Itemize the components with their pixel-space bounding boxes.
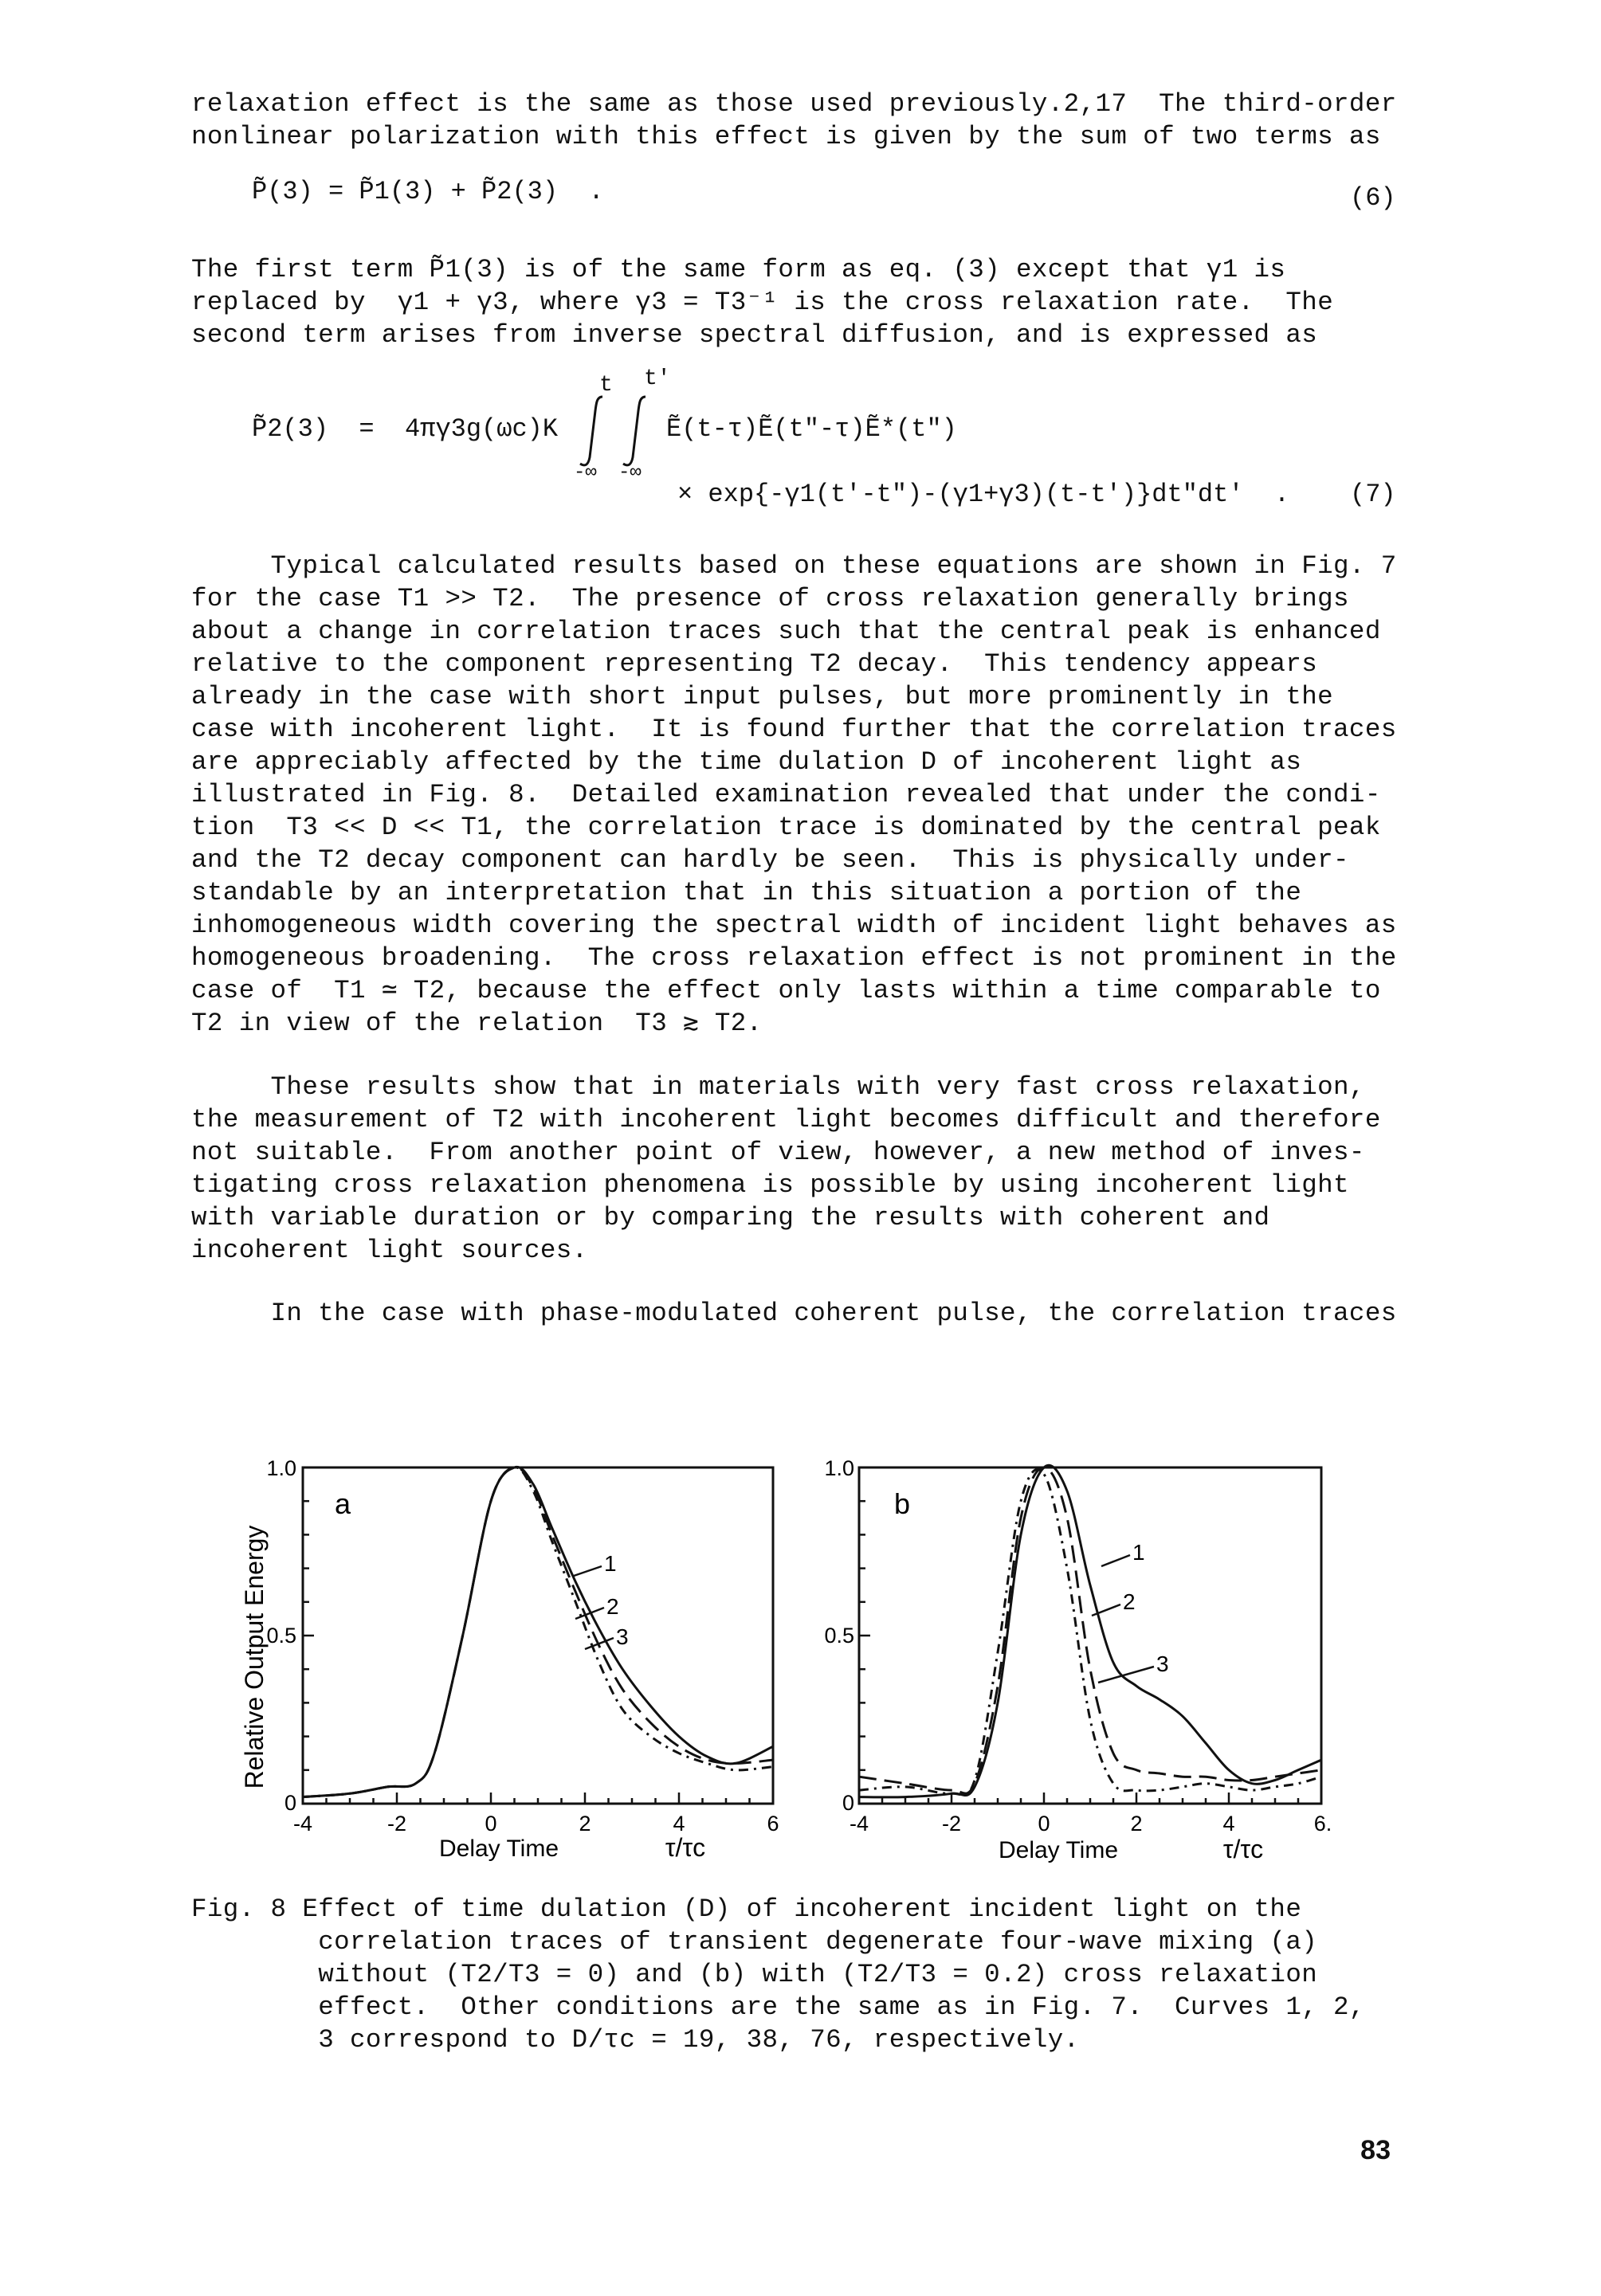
curve-2-line: [858, 1466, 1322, 1795]
y-tick-label: 0: [842, 1791, 854, 1815]
text-line: second term arises from inverse spectral…: [191, 320, 1318, 350]
curve-label-leader: [573, 1565, 602, 1577]
y-tick-label: 0.5: [266, 1624, 296, 1648]
panel-b-frame: [857, 1466, 1323, 1805]
text-line: are appreciably affected by the time dul…: [191, 747, 1302, 777]
text-line: Typical calculated results based on thes…: [191, 551, 1397, 581]
curve-1-line: [858, 1463, 1322, 1799]
panel-b: b 1.0 0.5 0 -4 -2 0 2 4 6. Delay Time τ/…: [824, 1456, 1332, 1863]
curve-3-line: [302, 1466, 774, 1799]
text-line: replaced by γ1 + γ3, where γ3 = T3⁻¹ is …: [191, 288, 1334, 317]
x-axis-label: Delay Time: [439, 1836, 559, 1862]
text-line: the measurement of T2 with incoherent li…: [191, 1105, 1381, 1134]
page-number: 83: [1360, 2135, 1391, 2165]
curve-label-leader: [1097, 1665, 1155, 1684]
x-axis-label: Delay Time: [999, 1837, 1118, 1863]
caption-line: without (T2/T3 = 0) and (b) with (T2/T3 …: [191, 1960, 1318, 1989]
curve-label-leader: [584, 1636, 614, 1651]
x-tick-label: 2: [579, 1812, 591, 1836]
text-line: T2 in view of the relation T3 ≳ T2.: [191, 1009, 763, 1038]
x-tick-label: 4: [1222, 1812, 1234, 1836]
curve-label-leader: [575, 1606, 605, 1620]
y-tick-label: 1.0: [266, 1456, 296, 1480]
curve-label: 1: [1132, 1540, 1145, 1565]
equation-second-line: × exp{-γ1(t'-t")-(γ1+γ3)(t-t')}dt"dt' .: [677, 480, 1290, 509]
text-line: relative to the component representing T…: [191, 649, 1318, 679]
y-tick-label: 0.5: [824, 1624, 854, 1648]
text-line: tion T3 << D << T1, the correlation trac…: [191, 813, 1381, 842]
x-tick-label: -2: [387, 1812, 406, 1836]
equation-integrand: Ẽ(t-τ)Ẽ(t"-τ)Ẽ*(t"): [666, 414, 957, 444]
x-tick-label: -4: [850, 1812, 869, 1836]
y-tick-label: 0: [284, 1791, 296, 1815]
caption-line: effect. Other conditions are the same as…: [191, 1992, 1365, 2022]
curve-2-line: [302, 1466, 774, 1799]
y-axis-label: Relative Output Energy: [240, 1526, 269, 1789]
integral-signs: [579, 395, 646, 467]
panel-a-letter: a: [335, 1487, 351, 1520]
text-line: standable by an interpretation that in t…: [191, 878, 1302, 907]
x-tick-label: -2: [942, 1812, 961, 1836]
text-line: with variable duration or by comparing t…: [191, 1203, 1270, 1232]
curve-label: 2: [1123, 1589, 1136, 1614]
caption-line: 3 correspond to D/τc = 19, 38, 76, respe…: [191, 2025, 1080, 2055]
x-axis-unit: τ/τc: [1223, 1835, 1263, 1863]
panel-b-letter: b: [894, 1487, 910, 1520]
text-line: These results show that in materials wit…: [191, 1072, 1365, 1102]
panel-b-curves: [858, 1463, 1322, 1799]
curve-label: 3: [1156, 1651, 1169, 1676]
x-axis-unit: τ/τc: [665, 1833, 705, 1862]
text-line: about a change in correlation traces suc…: [191, 617, 1381, 646]
equation-body: P̃(3) = P̃1(3) + P̃2(3) .: [252, 177, 604, 206]
text-line: tigating cross relaxation phenomena is p…: [191, 1170, 1349, 1200]
curve-label: 1: [604, 1551, 617, 1576]
curve-label: 3: [616, 1624, 629, 1649]
text-line: inhomogeneous width covering the spectra…: [191, 911, 1397, 940]
caption-line: Fig. 8 Effect of time dulation (D) of in…: [191, 1894, 1302, 1924]
equation-number: (6): [1350, 183, 1396, 213]
panel-b-ticks: [857, 1466, 1323, 1805]
text-line: In the case with phase-modulated coheren…: [191, 1299, 1397, 1328]
x-tick-label: -4: [293, 1812, 312, 1836]
caption-line: correlation traces of transient degenera…: [191, 1927, 1318, 1957]
upper-limit-inner: t': [644, 366, 671, 391]
text-line: illustrated in Fig. 8. Detailed examinat…: [191, 780, 1381, 809]
panel-a-curves: [302, 1465, 774, 1799]
curve-label-leader: [1091, 1603, 1121, 1617]
x-tick-label: 2: [1130, 1812, 1142, 1836]
text-line: homogeneous broadening. The cross relaxa…: [191, 943, 1397, 973]
text-line: not suitable. From another point of view…: [191, 1138, 1365, 1167]
curve-3-line: [858, 1468, 1322, 1796]
y-tick-label: 1.0: [824, 1456, 854, 1480]
lower-limit-outer: -∞: [574, 462, 597, 484]
text-line: already in the case with short input pul…: [191, 682, 1334, 711]
text-line: The first term P̃1(3) is of the same for…: [191, 255, 1286, 284]
text-line: case of T1 ≃ T2, because the effect only…: [191, 976, 1381, 1005]
equation-lhs: P̃2(3) = 4πγ3g(ωc)K: [252, 414, 559, 444]
text-line: nonlinear polarization with this effect …: [191, 122, 1381, 151]
curve-label-leader: [1101, 1554, 1131, 1568]
upper-limit-outer: t: [599, 373, 613, 398]
text-line: relaxation effect is the same as those u…: [191, 89, 1397, 119]
text-line: incoherent light sources.: [191, 1236, 588, 1265]
x-tick-label: 4: [673, 1812, 685, 1836]
x-tick-label: 0: [1038, 1812, 1050, 1836]
x-tick-label: 0: [485, 1812, 496, 1836]
x-tick-label: 6: [767, 1812, 779, 1836]
panel-a: a 1.0 0.5 0 -4 -2 0 2 4 6 Delay Time τ/τ…: [266, 1456, 779, 1862]
curve-1-line: [302, 1465, 774, 1799]
text-line: for the case T1 >> T2. The presence of c…: [191, 584, 1349, 613]
panel-a-ticks: [301, 1466, 775, 1805]
text-line: case with incoherent light. It is found …: [191, 715, 1397, 744]
curve-label: 2: [606, 1594, 619, 1619]
x-tick-label: 6.: [1314, 1812, 1332, 1836]
text-line: and the T2 decay component can hardly be…: [191, 845, 1349, 875]
equation-number: (7): [1350, 480, 1396, 509]
lower-limit-inner: -∞: [618, 462, 642, 484]
